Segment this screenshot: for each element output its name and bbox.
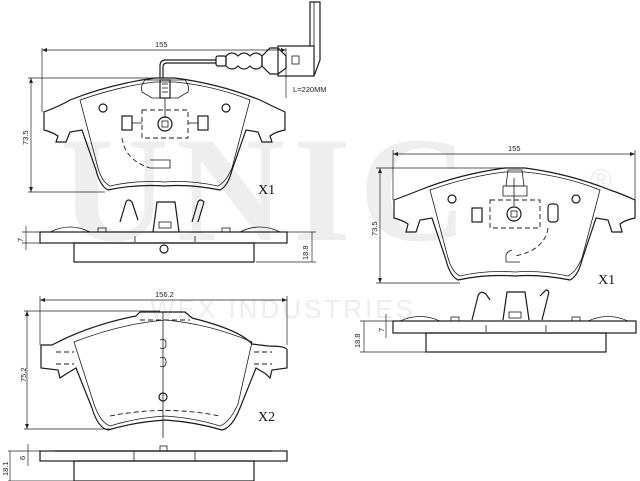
view-label-x1-right: X1 xyxy=(598,273,615,288)
backplate-dim-7-right: 7 xyxy=(377,328,386,332)
view-label-x2: X2 xyxy=(258,410,275,425)
height-dim-73-5-right: 73.5 xyxy=(370,221,379,236)
pad-x1-front-view-left: 155 73.5 xyxy=(21,1,327,198)
thickness-dim-18-8-right: 18.8 xyxy=(353,333,362,348)
pad-x2-side-view: 18.1 6 xyxy=(1,444,288,481)
watermark-registered: ® xyxy=(590,164,612,197)
pad-x2-front-view: 156.2 75.2 X2 xyxy=(19,290,288,438)
height-dim-75-2: 75.2 xyxy=(19,367,28,382)
view-label-x1: X1 xyxy=(258,183,275,198)
backplate-dim-7: 7 xyxy=(16,238,25,242)
width-dim-156-2: 156.2 xyxy=(155,290,174,299)
backplate-dim-6: 6 xyxy=(18,456,27,460)
watermark-brand: UNIC xyxy=(60,107,475,273)
watermark: UNIC ® WEX INDUSTRIES xyxy=(60,107,612,324)
pad-x1-front-view-right: 155 73.5 X1 xyxy=(370,144,636,288)
sensor-length: L=220MM xyxy=(293,85,327,94)
pad-x1-side-view-left: 18.8 7 xyxy=(16,199,316,263)
pad-x1-side-view-right: 18.8 7 xyxy=(353,289,637,353)
width-dim-155-right: 155 xyxy=(508,144,521,153)
thickness-dim-18-8: 18.8 xyxy=(301,245,310,260)
thickness-dim-18-1: 18.1 xyxy=(1,461,10,476)
width-dim-155: 155 xyxy=(155,40,168,49)
height-dim-73-5: 73.5 xyxy=(21,130,30,145)
